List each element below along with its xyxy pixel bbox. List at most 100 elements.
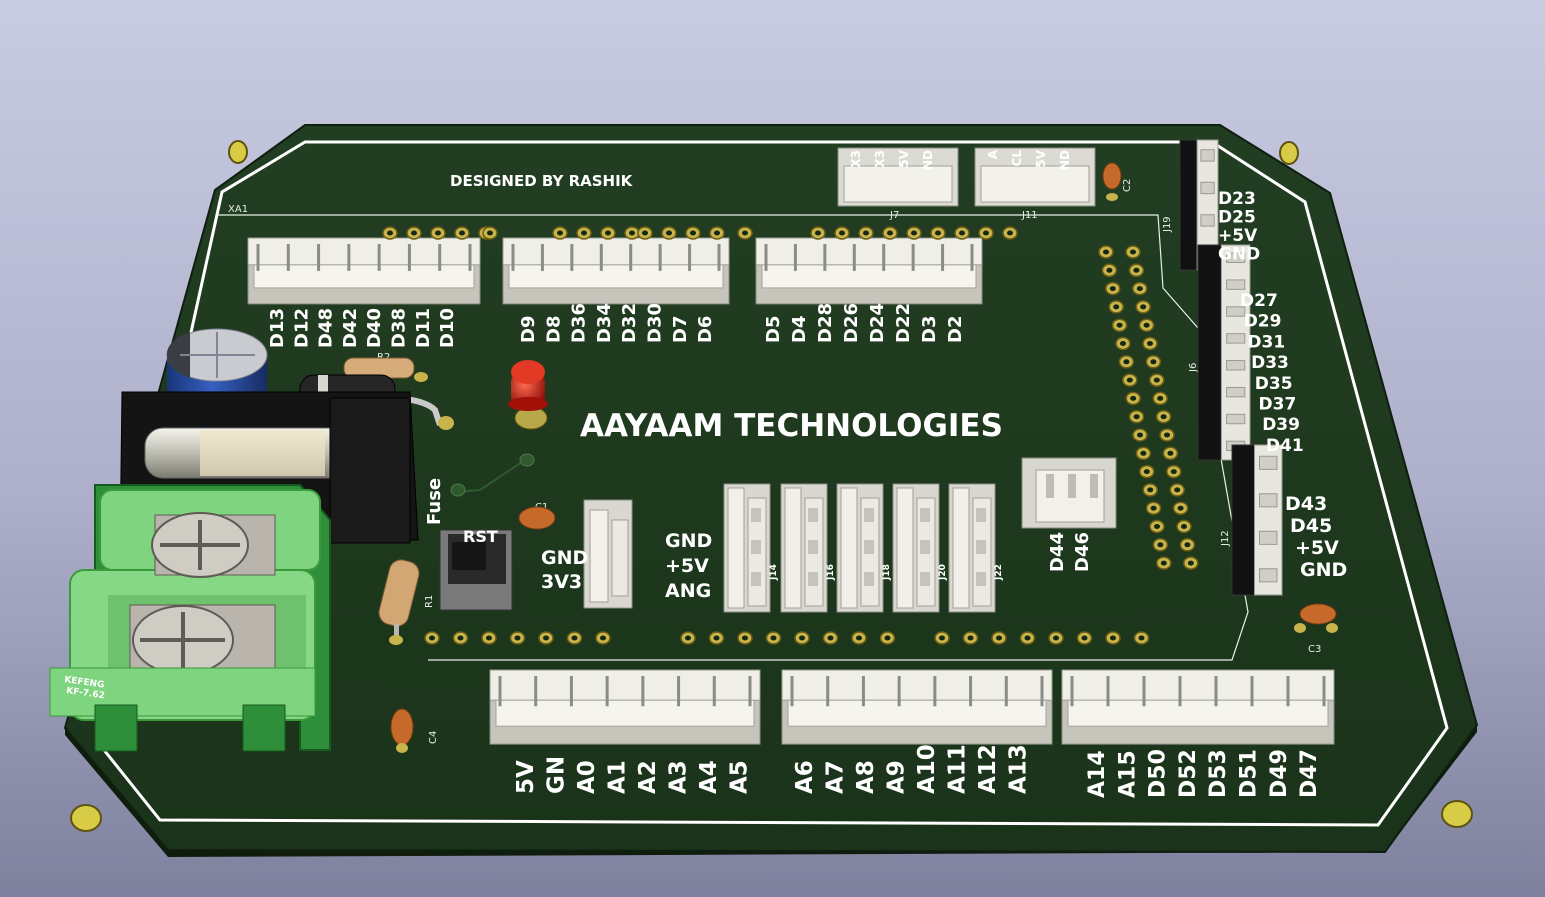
top-left-pin-label: D11: [413, 308, 434, 348]
mounting-holes: [70, 140, 1473, 832]
servo-ref-label: J20: [938, 564, 948, 581]
reset-button: [439, 529, 513, 611]
bottom-right-pin-label: D47: [1297, 749, 1322, 798]
top-left-pin-label: D40: [364, 308, 385, 348]
top-right-pin-label: D4: [789, 316, 810, 343]
top-left-connector: [247, 237, 481, 305]
j11-connector: [974, 147, 1096, 207]
top-mid-connector: [502, 237, 730, 305]
d44-d46-connector: [1021, 457, 1117, 529]
j7-connector-pin-label: ND: [921, 150, 935, 170]
bottom-mid-pin-label: A7: [823, 760, 849, 794]
j6-pin-label: D39: [1262, 415, 1300, 435]
top-mid-pin-label: D9: [518, 316, 539, 343]
gnd-3v3-label: GND: [541, 547, 588, 569]
bottom-left-pin-label: A4: [696, 760, 722, 794]
j7-connector: [837, 147, 959, 207]
c3-capacitor: [1294, 603, 1338, 633]
top-mid-pin-label: D36: [569, 303, 590, 343]
j19-pin-label: D23: [1218, 189, 1256, 209]
ref-j6: J6: [1188, 363, 1199, 373]
top-right-pin-label: D2: [945, 316, 966, 343]
bottom-left-pin-label: A2: [635, 760, 661, 794]
j11-connector-pin-label: 5V: [1034, 149, 1048, 167]
bottom-left-pin-label: A0: [574, 760, 600, 794]
servo-header-label: ANG: [665, 580, 711, 602]
pad-row-top-c: [552, 226, 640, 240]
c4-capacitor: [390, 708, 414, 753]
bottom-mid-pin-label: A9: [884, 760, 910, 794]
top-mid-pin-label: D34: [594, 303, 615, 343]
j7-connector-pin-label: X3: [873, 150, 887, 168]
pad-row-top-f: [810, 226, 994, 240]
bottom-mid-pin-label: A13: [1006, 744, 1032, 794]
servo-header-label: GND: [665, 530, 712, 552]
top-right-connector: [755, 237, 983, 305]
j6-pin-label: D33: [1251, 353, 1289, 373]
j6-pin-label: D31: [1247, 332, 1285, 352]
servo-ref-label: J14: [769, 564, 779, 581]
j6-pin-label: D41: [1266, 436, 1304, 456]
bottom-left-pin-label: A3: [666, 760, 692, 794]
bottom-left-pin-label: A1: [605, 760, 631, 794]
bottom-right-pin-label: D52: [1176, 749, 1201, 798]
top-mid-pin-label: D6: [695, 316, 716, 343]
top-mid-pin-label: D8: [543, 316, 564, 343]
j11-connector-pin-label: A: [986, 149, 1000, 159]
bottom-mid-pin-label: A8: [853, 760, 879, 794]
pad-row-bottom-a: [424, 631, 611, 645]
ref-c2: C2: [1122, 179, 1133, 192]
ref-j12: J12: [1220, 530, 1231, 547]
c2-capacitor: [1102, 162, 1122, 201]
ref-c4: C4: [428, 731, 439, 744]
ref-r1: R1: [424, 595, 435, 608]
top-mid-pin-label: D30: [645, 303, 666, 343]
top-right-pin-label: D3: [919, 316, 940, 343]
d44-d46-label: D44: [1047, 532, 1068, 572]
pad-row-top-e: [737, 226, 753, 240]
red-led: [508, 360, 548, 430]
ref-c3: C3: [1308, 644, 1321, 655]
designer-text: DESIGNED BY RASHIK: [450, 172, 634, 190]
servo-header-label: +5V: [665, 555, 709, 577]
servo-ref-label: J16: [826, 564, 836, 581]
top-right-pin-label: D24: [867, 303, 888, 343]
ref-j11: J11: [1021, 210, 1038, 221]
top-right-pin-label: D22: [893, 303, 914, 343]
fuse-label: Fuse: [424, 478, 445, 525]
trace: [450, 453, 535, 497]
j6-pin-label: D37: [1259, 395, 1297, 415]
gnd-3v3-connector: [583, 499, 633, 609]
j12-pin-label: GND: [1300, 559, 1347, 581]
servo-header: [892, 483, 940, 613]
pad-row-bottom-c: [934, 631, 1150, 645]
top-mid-pin-label: D7: [670, 316, 691, 343]
gnd-3v3-label: 3V3: [541, 571, 582, 593]
ref-j19: J19: [1162, 216, 1173, 233]
j6-pin-label: D27: [1240, 291, 1278, 311]
bottom-right-pin-label: D51: [1237, 749, 1262, 798]
j19-pin-label: D25: [1218, 208, 1256, 228]
j12-connector: [1231, 444, 1283, 596]
servo-ref-label: J18: [882, 564, 892, 581]
top-left-pin-label: D38: [389, 308, 410, 348]
ref-j7: J7: [889, 210, 899, 221]
servo-header: [948, 483, 996, 613]
j12-pin-label: D43: [1285, 493, 1327, 515]
pad-row-top-b: [482, 226, 498, 240]
top-left-pin-label: D10: [437, 308, 458, 348]
c1-capacitor: [518, 506, 556, 530]
bottom-right-pin-label: D53: [1206, 749, 1231, 798]
bottom-left-connector: [489, 669, 761, 745]
top-left-pin-label: D48: [316, 308, 337, 348]
bottom-right-pin-label: D49: [1267, 749, 1292, 798]
j12-pin-label: +5V: [1295, 537, 1339, 559]
j19-pin-label: +5V: [1218, 226, 1258, 246]
j6-connector: [1197, 244, 1251, 461]
bottom-mid-pin-label: A11: [945, 744, 971, 794]
j19-pin-label: GND: [1218, 245, 1260, 265]
j12-pin-label: D45: [1290, 515, 1332, 537]
ref-xa1: XA1: [228, 204, 248, 215]
mega-header-pads: [1098, 245, 1199, 570]
